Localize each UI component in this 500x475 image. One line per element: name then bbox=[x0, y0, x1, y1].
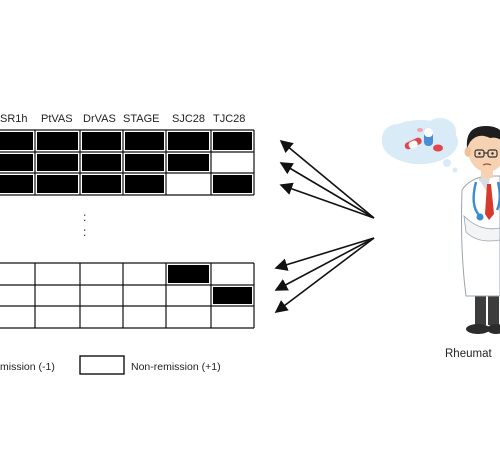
column-headers: SR1h PtVAS DrVAS STAGE SJC28 TJC28 bbox=[0, 113, 245, 125]
pill-icon bbox=[404, 128, 443, 152]
bottom-cell-r2-c0 bbox=[0, 308, 33, 326]
column-header-drvas: DrVAS bbox=[83, 113, 116, 125]
top-cell-r2-c2 bbox=[82, 175, 121, 193]
bottom-cell-r2-c3 bbox=[125, 308, 164, 326]
bottom-cell-r0-c1 bbox=[37, 265, 78, 283]
doctor-icon bbox=[461, 126, 500, 334]
top-cell-r1-c4 bbox=[168, 154, 209, 171]
bottom-cell-r1-c3 bbox=[125, 287, 164, 304]
column-header-sjc28: SJC28 bbox=[172, 113, 205, 125]
bottom-cell-r2-c4 bbox=[168, 308, 209, 326]
column-header-tjc28: TJC28 bbox=[213, 113, 245, 125]
top-cell-r0-c5 bbox=[213, 132, 252, 150]
arrow-top-2 bbox=[279, 162, 375, 219]
bottom-cell-r1-c0 bbox=[0, 287, 33, 304]
ellipsis-2: : bbox=[83, 225, 86, 239]
top-cell-r0-c0 bbox=[0, 132, 33, 150]
bottom-cell-r0-c3 bbox=[125, 265, 164, 283]
top-cell-r0-c1 bbox=[37, 132, 78, 150]
top-cell-r1-c2 bbox=[82, 154, 121, 171]
column-header-stage: STAGE bbox=[123, 113, 159, 125]
top-cell-r2-c5 bbox=[213, 175, 252, 193]
ellipsis-1: : bbox=[83, 210, 86, 224]
arrow-bottom-3 bbox=[274, 237, 375, 313]
top-cell-r1-c0 bbox=[0, 154, 33, 171]
column-header-sr1h: SR1h bbox=[0, 113, 28, 125]
arrows bbox=[274, 139, 375, 313]
top-matrix bbox=[0, 129, 255, 196]
top-cell-r0-c2 bbox=[82, 132, 121, 150]
top-cell-r1-c1 bbox=[37, 154, 78, 171]
top-cell-r2-c3 bbox=[125, 175, 164, 193]
arrow-bottom-2 bbox=[274, 237, 375, 291]
top-cell-r1-c3 bbox=[125, 154, 164, 171]
rheumatologist-label: Rheumat bbox=[445, 348, 492, 360]
arrow-bottom-1 bbox=[274, 237, 375, 271]
thought-bubble bbox=[382, 118, 458, 173]
bottom-matrix bbox=[0, 262, 255, 329]
column-header-ptvas: PtVAS bbox=[41, 113, 73, 125]
bottom-cell-r1-c5 bbox=[213, 287, 252, 304]
bottom-cell-r1-c1 bbox=[37, 287, 78, 304]
legend-non-remission-label: Non-remission (+1) bbox=[131, 361, 221, 373]
top-cell-r1-c5 bbox=[213, 154, 252, 171]
bottom-cell-r2-c5 bbox=[213, 308, 252, 326]
bottom-cell-r2-c2 bbox=[82, 308, 121, 326]
top-cell-r2-c0 bbox=[0, 175, 33, 193]
bottom-cell-r2-c1 bbox=[37, 308, 78, 326]
top-cell-r2-c4 bbox=[168, 175, 209, 193]
arrow-top-1 bbox=[279, 139, 375, 219]
bottom-cell-r0-c0 bbox=[0, 265, 33, 283]
top-cell-r0-c3 bbox=[125, 132, 164, 150]
legend-remission-label: mission (-1) bbox=[0, 361, 55, 373]
bottom-cell-r0-c5 bbox=[213, 265, 252, 283]
top-cell-r0-c4 bbox=[168, 132, 209, 150]
arrow-top-3 bbox=[279, 182, 375, 219]
bottom-cell-r1-c2 bbox=[82, 287, 121, 304]
bottom-cell-r0-c4 bbox=[168, 265, 209, 283]
bottom-cell-r0-c2 bbox=[82, 265, 121, 283]
top-cell-r2-c1 bbox=[37, 175, 78, 193]
legend-non-remission-swatch bbox=[79, 355, 125, 375]
bottom-cell-r1-c4 bbox=[168, 287, 209, 304]
legend: mission (-1) Non-remission (+1) bbox=[0, 355, 221, 375]
